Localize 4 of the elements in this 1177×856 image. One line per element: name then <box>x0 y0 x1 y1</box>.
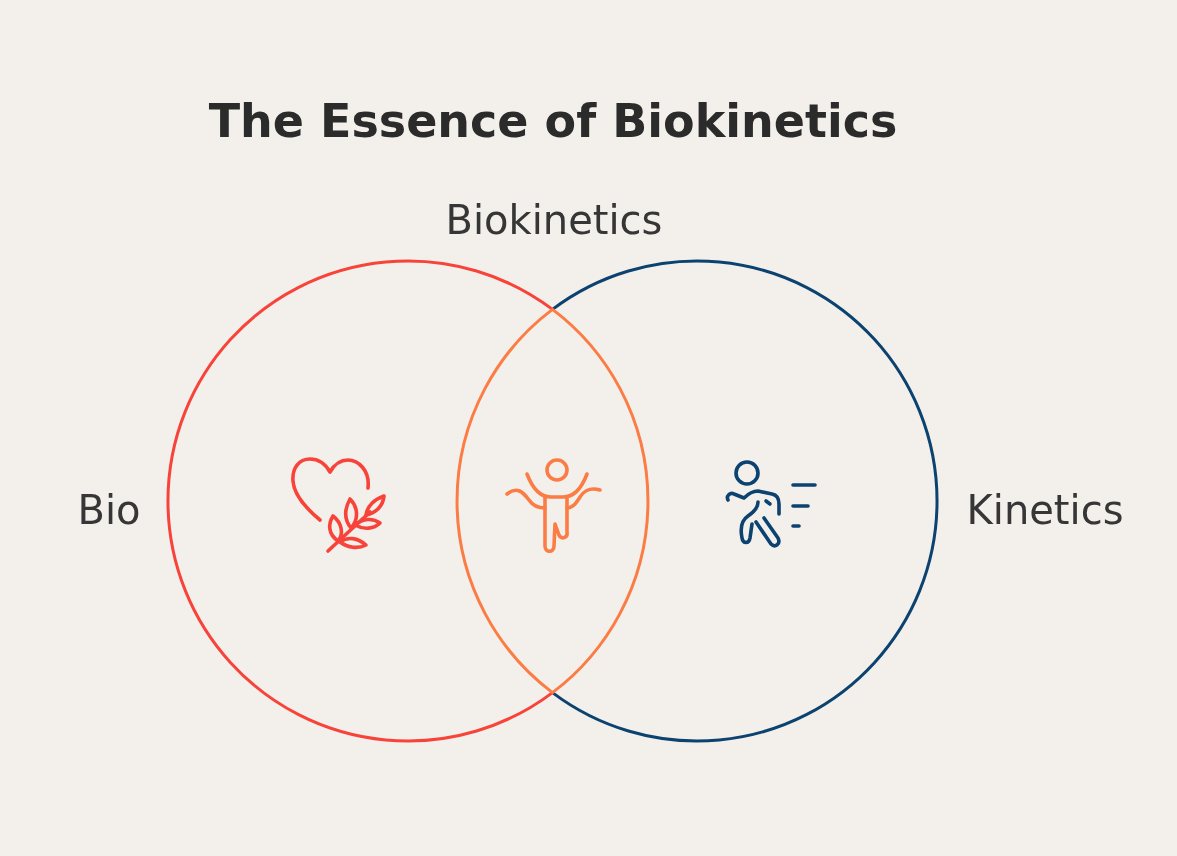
circle-label: Bio <box>77 487 141 533</box>
circle-label: Kinetics <box>966 487 1124 533</box>
overlap-label: Biokinetics <box>445 197 663 243</box>
diagram-title: The Essence of Biokinetics <box>208 94 898 148</box>
